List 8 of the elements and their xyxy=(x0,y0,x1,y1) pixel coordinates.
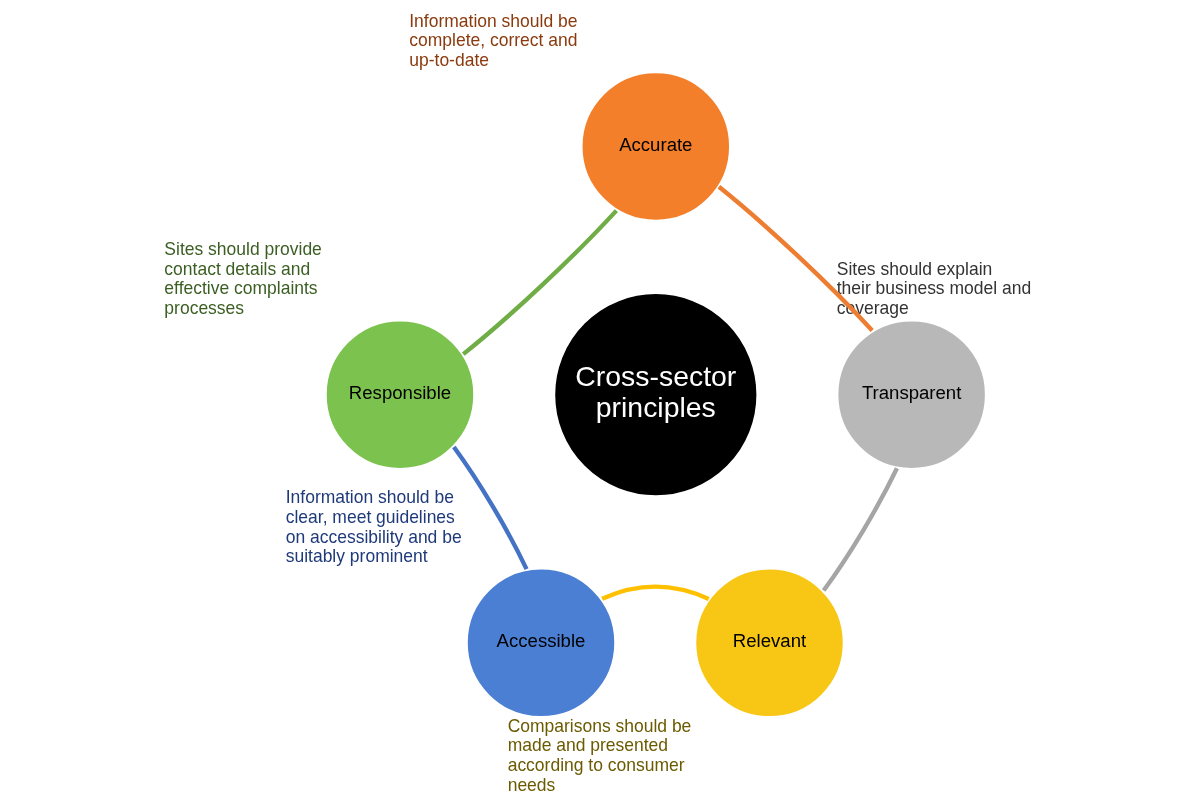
connector xyxy=(452,445,529,571)
connector xyxy=(461,209,618,356)
connector xyxy=(601,584,710,601)
connector xyxy=(717,185,874,332)
node-label: Information should be clear, meet guidelines on accessibility and be suitably prominent xyxy=(285,487,462,567)
connector xyxy=(821,467,899,592)
node-label: Information should be complete, correct and up-to-date xyxy=(409,10,578,70)
node-label: Sites should provide contact details and effective complaints processes xyxy=(164,239,322,319)
